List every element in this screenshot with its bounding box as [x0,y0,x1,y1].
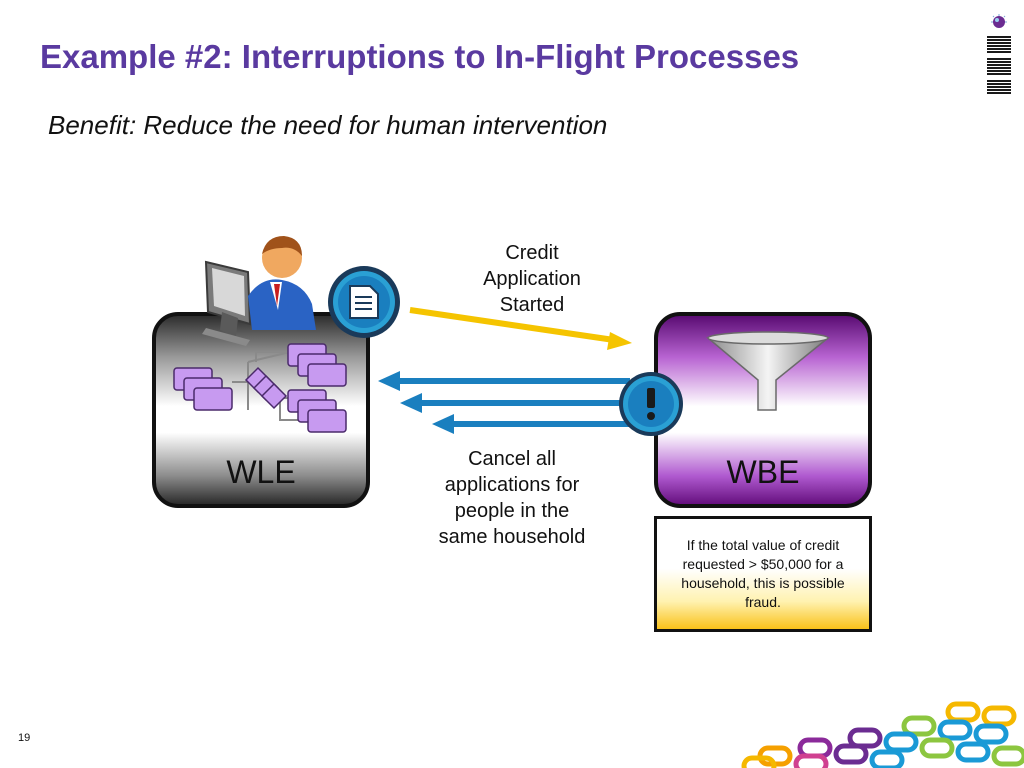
credit-label-line: Application [483,268,581,290]
slide-subtitle: Benefit: Reduce the need for human inter… [48,110,608,140]
cancel-applications-label: Cancel all applications for people in th… [420,446,604,550]
blue-arrow-2 [400,393,630,413]
ibm-logo-icon [987,14,1011,94]
fraud-rule-text: If the total value of credit requested >… [681,537,845,610]
credit-label-line: Credit [505,242,559,264]
yellow-arrow [409,307,632,350]
slide-title: Example #2: Interruptions to In-Flight P… [40,38,800,75]
cancel-label-line: people in the [454,500,570,522]
blue-arrow-1 [378,371,630,391]
cancel-label-line: Cancel all [468,448,556,470]
ibm-logo: IBM [984,14,1014,96]
credit-label-line: Started [499,294,565,316]
cancel-label-line: same household [438,526,586,548]
wle-label: WLE [226,454,296,490]
credit-application-label: Credit Application Started [452,240,612,318]
blue-arrow-3 [432,414,630,434]
cancel-label-line: applications for [444,474,580,496]
fraud-rule-note: If the total value of credit requested >… [654,516,872,632]
page-number: 19 [18,732,31,744]
wbe-label: WBE [726,454,800,490]
